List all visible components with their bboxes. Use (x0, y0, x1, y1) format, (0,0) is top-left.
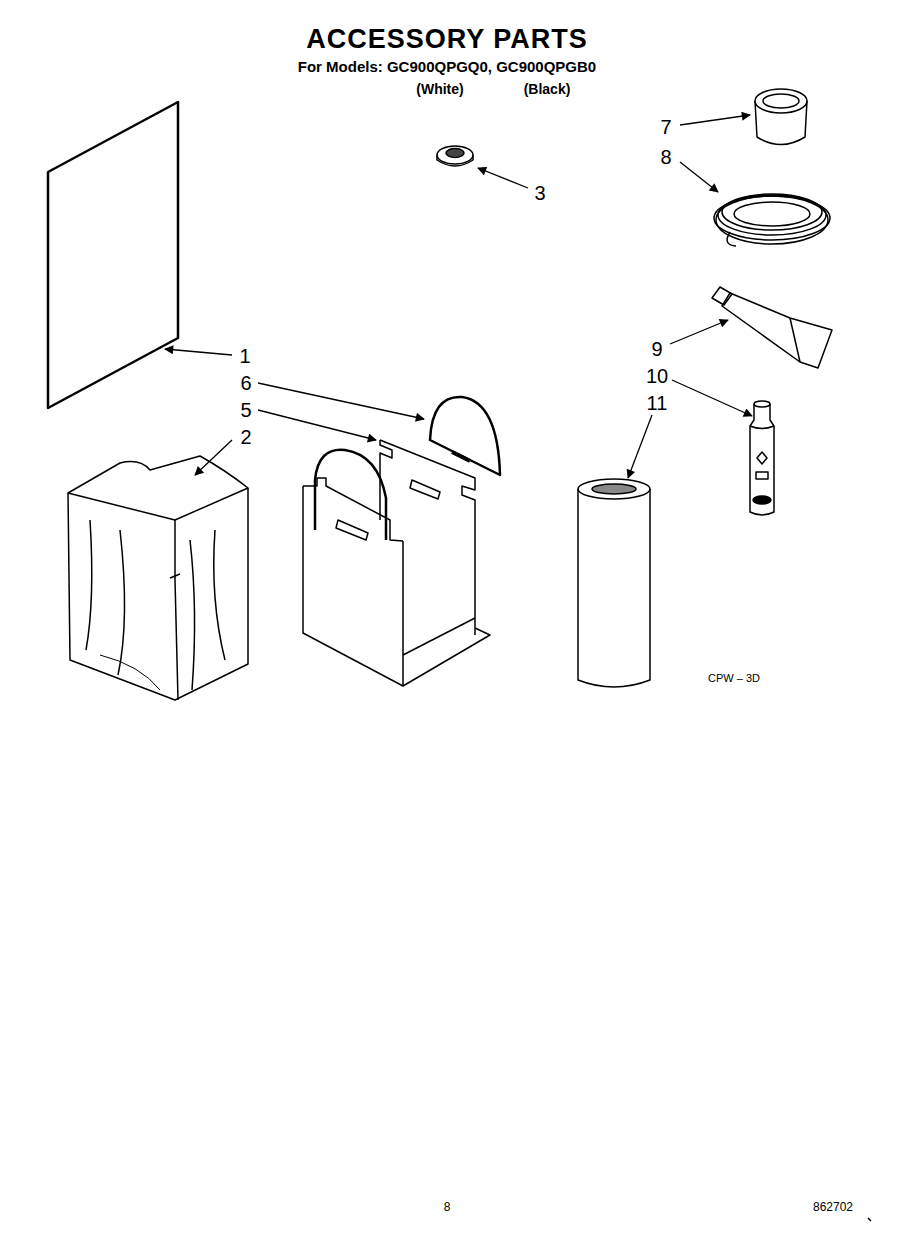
panel-sheet (48, 102, 178, 408)
tape-roll (755, 89, 807, 145)
figure-code: CPW – 3D (708, 672, 760, 684)
bag-holder (303, 440, 490, 686)
callout-number: 2 (240, 426, 251, 448)
grease-tube (712, 287, 832, 368)
callout-number: 3 (534, 182, 545, 204)
color-note: (Black) (524, 82, 571, 97)
page-number: 8 (444, 1201, 451, 1214)
callout-number: 5 (240, 399, 251, 421)
callout-number: 1 (239, 345, 250, 367)
aerosol-can (578, 479, 650, 687)
callout-number: 10 (646, 365, 668, 387)
leader-lines (165, 115, 752, 478)
callout-number: 7 (660, 116, 671, 138)
callout-number: 6 (240, 372, 251, 394)
touchup-bottle (750, 401, 774, 515)
color-note: (White) (416, 82, 463, 97)
wire-coil (714, 194, 830, 246)
callout-number: 9 (651, 338, 662, 360)
holder-handle (430, 397, 500, 475)
callout-number: 8 (660, 146, 671, 168)
ring-part (437, 146, 473, 166)
document-number: 862702 (813, 1201, 853, 1214)
model-line: For Models: GC900QPGQ0, GC900QPGB0 (298, 59, 596, 76)
page-title: ACCESSORY PARTS (306, 25, 588, 55)
compactor-bag (68, 456, 248, 700)
callout-number: 11 (647, 392, 668, 414)
